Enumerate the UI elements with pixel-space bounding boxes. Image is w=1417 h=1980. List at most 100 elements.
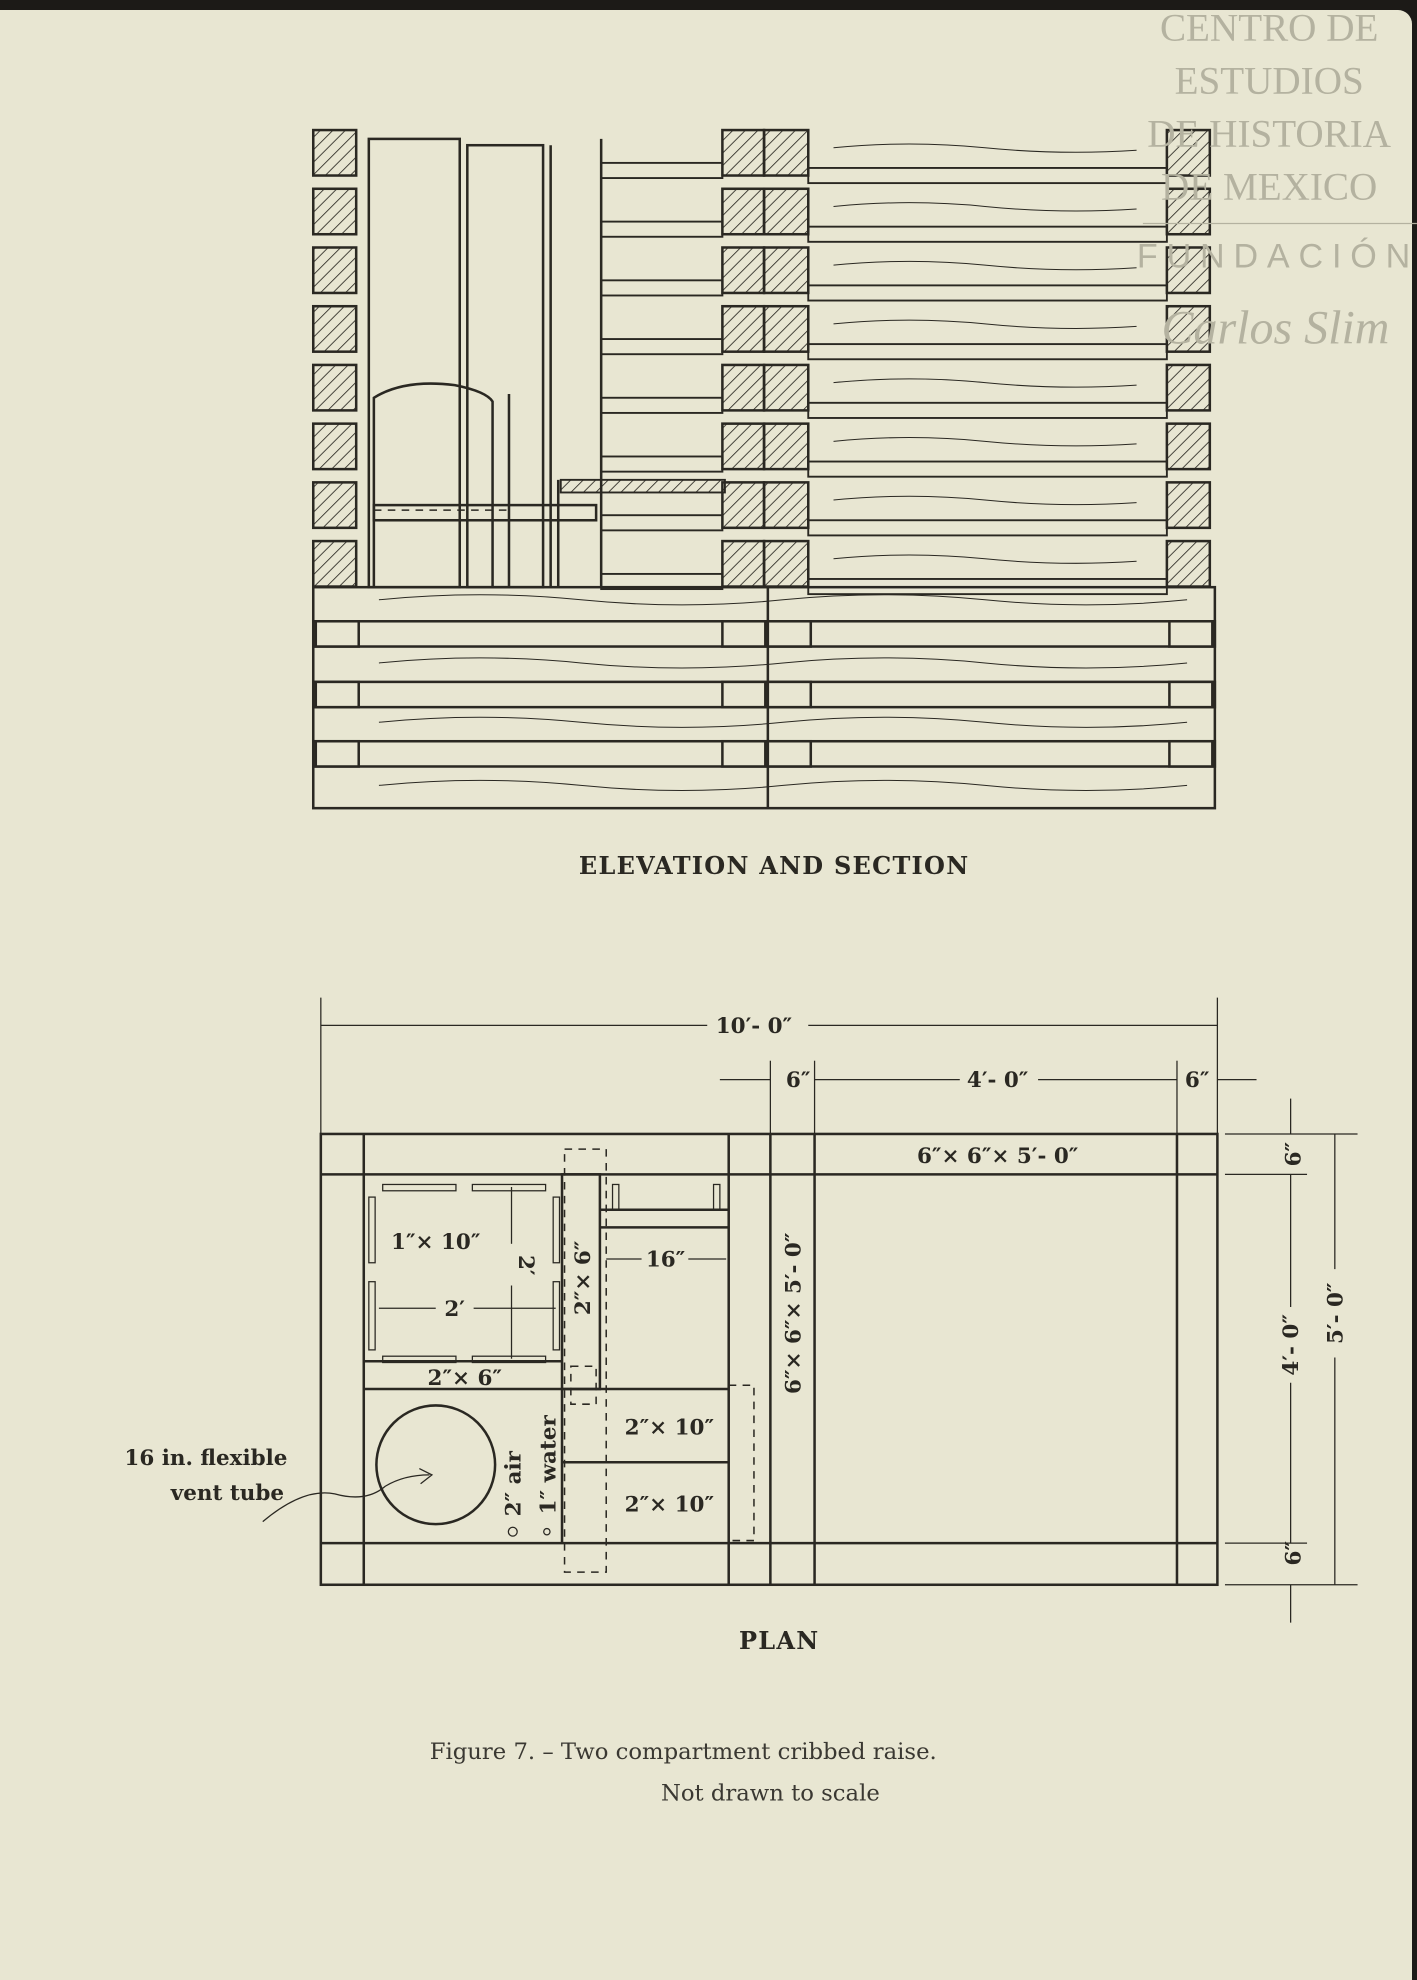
dim-overall-length: 10′- 0″ <box>716 1014 793 1039</box>
hatched-crib-block <box>762 422 810 471</box>
hatched-crib-block <box>721 187 766 236</box>
hatched-crib-block <box>1165 304 1212 353</box>
watermark-line: CENTRO DE <box>1160 6 1378 49</box>
watermark-signature: Carlos Slim <box>1162 301 1390 354</box>
hatched-crib-block <box>762 128 810 177</box>
dashed-outline <box>563 1148 607 1573</box>
hatched-crib-block <box>762 481 810 530</box>
wood-grain <box>833 378 1137 388</box>
plan-title: PLAN <box>739 1626 819 1655</box>
ladder-rung <box>600 338 724 356</box>
wood-grain <box>833 495 1137 506</box>
wood-grain <box>833 319 1137 329</box>
dim-post-left: 6″ <box>786 1068 811 1093</box>
log-end <box>314 739 360 768</box>
hatched-crib-block <box>762 539 810 588</box>
crib-board <box>807 343 1168 361</box>
hatched-crib-block <box>721 481 766 530</box>
dim-compartment: 4′- 0″ <box>967 1068 1029 1093</box>
crib-board <box>807 519 1168 537</box>
hatched-crib-block <box>311 539 358 588</box>
label-ladder-width: 16″ <box>646 1248 686 1273</box>
hatched-crib-block <box>721 304 766 353</box>
hatched-crib-block <box>721 128 766 177</box>
label-center-post: 6″× 6″× 5′- 0″ <box>782 1232 807 1394</box>
log-end <box>1168 739 1214 768</box>
wood-grain <box>833 202 1137 212</box>
hatched-crib-block <box>1165 187 1212 236</box>
hatched-crib-block <box>311 128 358 177</box>
log-end <box>721 680 767 709</box>
label-plank-upper: 2″× 10″ <box>625 1415 715 1440</box>
dim-side-middle: 4′- 0″ <box>1279 1314 1304 1376</box>
dim-post-right: 6″ <box>1185 1068 1210 1093</box>
hatched-crib-block <box>311 246 358 295</box>
crib-board <box>807 460 1168 478</box>
hatched-crib-block <box>762 246 810 295</box>
ladder-rung <box>600 396 724 414</box>
hatched-crib-block <box>1165 422 1212 471</box>
hatched-crib-block <box>311 187 358 236</box>
timber-plank <box>367 137 461 589</box>
ladder-rung <box>600 455 724 473</box>
hatched-crib-block <box>721 539 766 588</box>
hatched-crib-block <box>1165 539 1212 588</box>
vent-label-line1: 16 in. flexible <box>124 1446 287 1471</box>
elevation-title: ELEVATION AND SECTION <box>579 851 969 880</box>
label-lagging: 1″× 10″ <box>391 1230 481 1255</box>
hatched-crib-block <box>762 363 810 412</box>
label-box-width: 2′ <box>444 1297 465 1322</box>
watermark-foundation: FUNDACIÓN <box>1137 238 1417 276</box>
wood-grain <box>833 143 1137 153</box>
wood-grain <box>833 260 1137 271</box>
ladder-rung <box>600 161 724 179</box>
air-pipe-icon <box>507 1526 518 1537</box>
wood-grain <box>378 657 1188 669</box>
hatched-crib-block <box>1165 363 1212 412</box>
log-end <box>766 620 813 648</box>
hatched-crib-block <box>1165 246 1212 295</box>
vent-tube <box>372 382 494 588</box>
hatched-crib-block <box>1165 481 1212 530</box>
label-air-pipe: 2″ air <box>501 1450 526 1516</box>
hatched-crib-block <box>762 187 810 236</box>
figure-note: Not drawn to scale <box>661 1781 880 1807</box>
log-end <box>1168 680 1214 709</box>
hatched-crib-block <box>762 304 810 353</box>
log-end <box>314 680 360 709</box>
crib-board <box>807 166 1168 185</box>
log-end <box>314 620 360 648</box>
log-end <box>1168 620 1214 648</box>
wood-grain <box>833 437 1137 447</box>
wood-grain <box>378 594 1188 606</box>
crib-board <box>807 225 1168 243</box>
label-divider-horizontal: 2″× 6″ <box>428 1366 503 1391</box>
ladder-rung <box>600 514 724 532</box>
dim-side-bottom: 6″ <box>1282 1541 1307 1566</box>
crib-board <box>807 401 1168 419</box>
hatched-crib-block <box>721 246 766 295</box>
hatched-crib-block <box>721 422 766 471</box>
label-divider-vertical: 2″× 6″ <box>571 1240 596 1315</box>
watermark-line: DE MEXICO <box>1161 166 1377 209</box>
vent-tube-circle <box>375 1404 497 1526</box>
wood-grain <box>378 779 1188 791</box>
watermark-line: ESTUDIOS <box>1175 59 1364 102</box>
hatched-crib-block <box>721 363 766 412</box>
leader-line <box>262 1474 430 1523</box>
hatched-crib-block <box>311 363 358 412</box>
label-plank-lower: 2″× 10″ <box>625 1493 715 1518</box>
figure-caption: Figure 7. – Two compartment cribbed rais… <box>430 1739 937 1765</box>
log-end <box>721 739 767 768</box>
dim-side-top: 6″ <box>1282 1141 1307 1166</box>
label-box-height: 2′ <box>513 1255 538 1276</box>
label-top-sill: 6″× 6″× 5′- 0″ <box>917 1144 1079 1169</box>
timber-plank <box>466 143 545 589</box>
hatched-crib-block <box>311 304 358 353</box>
platform <box>559 478 726 494</box>
crib-board <box>807 578 1168 596</box>
ladder-rung <box>600 220 724 238</box>
label-water-pipe: 1″ water <box>537 1414 562 1514</box>
